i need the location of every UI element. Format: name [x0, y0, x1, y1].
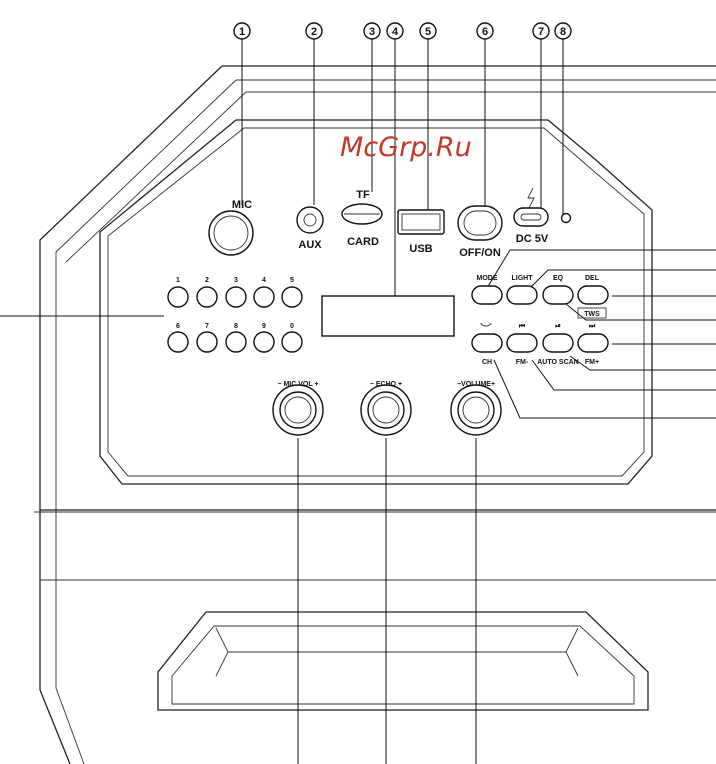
key-label-6: 6 — [176, 323, 180, 330]
volume-knob: −VOLUME+ — [450, 381, 502, 436]
callout-2: 2 — [305, 22, 323, 40]
mode-button[interactable] — [471, 285, 503, 305]
fm-minus-button[interactable] — [506, 333, 538, 353]
function-keys-bottom: CH ⏮ FM- ⏯ AUTO SCAN ⏭ FM+ — [471, 322, 609, 366]
mic-vol-knob: − MIC VOL + — [272, 381, 324, 436]
watermark: McGrp.Ru — [340, 132, 472, 163]
dc-label: DC 5V — [516, 233, 549, 245]
aux-label: AUX — [298, 239, 322, 251]
key-4[interactable] — [253, 286, 275, 308]
callout-6: 6 — [476, 22, 494, 40]
mic-jack: MIC — [208, 199, 254, 256]
dc-port: DC 5V — [513, 187, 572, 245]
light-button[interactable] — [506, 285, 538, 305]
off-on-label: OFF/ON — [459, 247, 501, 259]
ch-button[interactable] — [471, 333, 503, 353]
svg-text:7: 7 — [538, 26, 544, 38]
eq-label: EQ — [553, 275, 564, 282]
svg-text:2: 2 — [311, 26, 317, 38]
lightning-icon — [527, 187, 535, 209]
play-pause-button[interactable] — [542, 333, 574, 353]
lcd-display — [321, 295, 455, 337]
svg-text:6: 6 — [482, 26, 488, 38]
key-8[interactable] — [225, 331, 247, 353]
key-label-3: 3 — [234, 277, 238, 284]
key-label-4: 4 — [262, 277, 266, 284]
charge-led — [560, 212, 572, 224]
key-label-1: 1 — [176, 277, 180, 284]
svg-text:1: 1 — [239, 26, 245, 38]
svg-text:8: 8 — [560, 26, 566, 38]
key-5[interactable] — [281, 286, 303, 308]
carry-handle — [157, 611, 649, 711]
callout-3: 3 — [363, 22, 381, 40]
repeat-icon — [480, 322, 492, 327]
callout-5: 5 — [419, 22, 437, 40]
play-pause-icon: ⏯ — [555, 323, 561, 330]
del-button[interactable] — [577, 285, 609, 305]
svg-text:3: 3 — [369, 26, 375, 38]
fm-plus-button[interactable] — [577, 333, 609, 353]
callout-8: 8 — [554, 22, 572, 40]
callout-1: 1 — [233, 22, 251, 40]
aux-jack: AUX — [296, 206, 324, 251]
key-3[interactable] — [225, 286, 247, 308]
callout-4: 4 — [386, 22, 404, 40]
callout-leaders — [0, 39, 716, 764]
tws-label: TWS — [584, 311, 600, 318]
del-label: DEL — [585, 275, 600, 282]
tws-box — [577, 307, 607, 319]
mode-label: MODE — [477, 275, 498, 282]
fm-plus-label: FM+ — [585, 359, 599, 366]
usb-label: USB — [409, 243, 432, 255]
tf-card-slot: TF CARD — [341, 189, 383, 248]
key-9[interactable] — [253, 331, 275, 353]
numeric-keypad: 1 2 3 4 5 6 7 8 9 0 — [167, 277, 303, 353]
tf-label: TF — [356, 189, 370, 201]
prev-icon: ⏮ — [519, 323, 526, 330]
key-label-7: 7 — [205, 323, 209, 330]
key-1[interactable] — [167, 286, 189, 308]
speaker-body-outline — [34, 65, 716, 764]
key-2[interactable] — [196, 286, 218, 308]
power-switch: OFF/ON — [457, 205, 503, 259]
key-label-2: 2 — [205, 277, 209, 284]
key-0[interactable] — [281, 331, 303, 353]
ch-label: CH — [482, 359, 492, 366]
light-label: LIGHT — [512, 275, 534, 282]
callout-7: 7 — [532, 22, 550, 40]
svg-text:5: 5 — [425, 26, 431, 38]
key-7[interactable] — [196, 331, 218, 353]
eq-button[interactable] — [542, 285, 574, 305]
fm-minus-label: FM- — [516, 359, 529, 366]
echo-knob: − ECHO + — [360, 381, 412, 436]
next-icon: ⏭ — [589, 323, 596, 330]
usb-port: USB — [397, 209, 445, 255]
key-6[interactable] — [167, 331, 189, 353]
key-label-8: 8 — [234, 323, 238, 330]
card-label: CARD — [347, 236, 379, 248]
auto-scan-label: AUTO SCAN — [537, 359, 578, 366]
key-label-9: 9 — [262, 323, 266, 330]
key-label-0: 0 — [290, 323, 294, 330]
svg-text:4: 4 — [392, 26, 399, 38]
mic-label: MIC — [232, 199, 252, 211]
key-label-5: 5 — [290, 277, 294, 284]
function-keys-top: MODE LIGHT EQ DEL TWS — [471, 275, 609, 319]
